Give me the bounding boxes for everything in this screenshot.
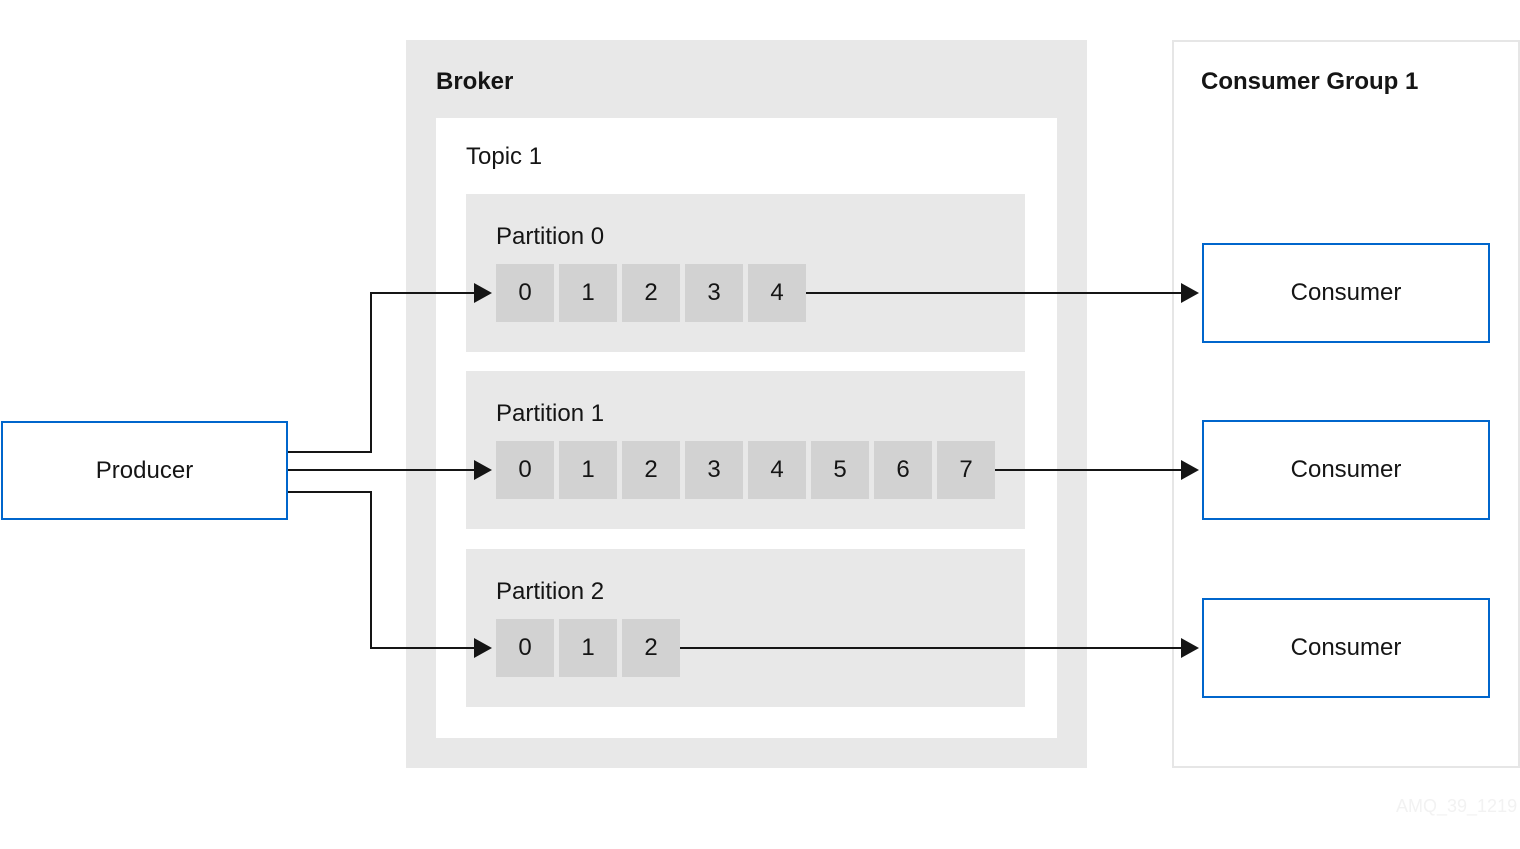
partition-1-offset: 7 <box>937 441 995 499</box>
partition-1-offset: 0 <box>496 441 554 499</box>
arrowhead-icon <box>1181 283 1199 303</box>
partition-2-title: Partition 2 <box>496 578 605 605</box>
partition-1-offset: 5 <box>811 441 869 499</box>
figure-id-watermark: AMQ_39_1219 <box>1396 796 1518 816</box>
partition-1-offset: 1 <box>559 441 617 499</box>
partition-2-offset: 0 <box>496 619 554 677</box>
consumer-box-0: Consumer <box>1202 243 1490 343</box>
arrowhead-icon <box>1181 460 1199 480</box>
producer-to-partition-0-arrow <box>288 292 481 453</box>
partition-0-offset: 0 <box>496 264 554 322</box>
arrowhead-icon <box>474 460 492 480</box>
arrowhead-icon <box>474 638 492 658</box>
producer-label: Producer <box>95 456 194 484</box>
topic-title: Topic 1 <box>466 143 543 170</box>
consumer-group-title: Consumer Group 1 <box>1201 68 1419 95</box>
consumer-box-1: Consumer <box>1202 420 1490 520</box>
consumer-label: Consumer <box>1290 456 1402 483</box>
partition-0-offset: 1 <box>559 264 617 322</box>
consumer-label: Consumer <box>1290 634 1402 661</box>
partition-1-offset: 3 <box>685 441 743 499</box>
partition-1-title: Partition 1 <box>496 400 605 427</box>
partition-0-offset: 3 <box>685 264 743 322</box>
partition-0-offset: 2 <box>622 264 680 322</box>
partition-1-offset: 6 <box>874 441 932 499</box>
consumer-box-2: Consumer <box>1202 598 1490 698</box>
broker-title: Broker <box>436 68 514 95</box>
partition-0-title: Partition 0 <box>496 223 605 250</box>
partition-2-offset: 1 <box>559 619 617 677</box>
partition-1-offset: 2 <box>622 441 680 499</box>
consumer-label: Consumer <box>1290 279 1402 306</box>
arrowhead-icon <box>474 283 492 303</box>
partition-2-offset: 2 <box>622 619 680 677</box>
producer-box: Producer <box>1 421 288 520</box>
arrowhead-icon <box>1181 638 1199 658</box>
partition-1-offset: 4 <box>748 441 806 499</box>
producer-to-partition-2-arrow <box>288 491 481 649</box>
partition-0-offset: 4 <box>748 264 806 322</box>
